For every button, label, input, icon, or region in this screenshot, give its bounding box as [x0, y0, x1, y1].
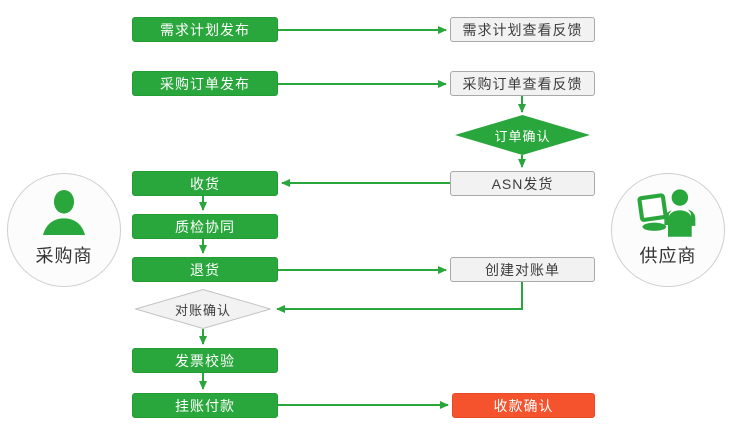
node-po-publish: 采购订单发布 [132, 71, 278, 96]
actor-buyer: 采购商 [7, 173, 121, 287]
buyer-label: 采购商 [35, 246, 93, 266]
node-returns: 退货 [132, 257, 278, 282]
actor-supplier: 供应商 [611, 173, 725, 287]
decision-label: 对账确认 [174, 302, 231, 318]
buyer-person-icon [36, 187, 92, 241]
node-demand-feedback: 需求计划查看反馈 [450, 17, 595, 42]
node-receipt-confirm: 收款确认 [452, 393, 595, 418]
order-confirm-diamond-shape [455, 115, 590, 155]
decision-label: 订单确认 [494, 128, 551, 144]
decision-statement-confirm: 对账确认 [135, 289, 271, 329]
node-receive: 收货 [132, 171, 278, 196]
node-payment: 挂账付款 [132, 393, 278, 418]
node-po-feedback: 采购订单查看反馈 [450, 71, 595, 96]
statement-confirm-diamond-shape [135, 289, 271, 329]
supplier-person-laptop-icon [637, 187, 699, 241]
supplier-label: 供应商 [639, 246, 697, 266]
node-demand-publish: 需求计划发布 [132, 17, 278, 42]
connector-statement-to-confirm [276, 282, 523, 313]
node-invoice-check: 发票校验 [132, 348, 278, 373]
node-asn-ship: ASN发货 [450, 171, 595, 196]
decision-order-confirm: 订单确认 [455, 115, 590, 155]
node-quality: 质检协同 [132, 214, 278, 239]
node-create-statement: 创建对账单 [450, 257, 595, 282]
